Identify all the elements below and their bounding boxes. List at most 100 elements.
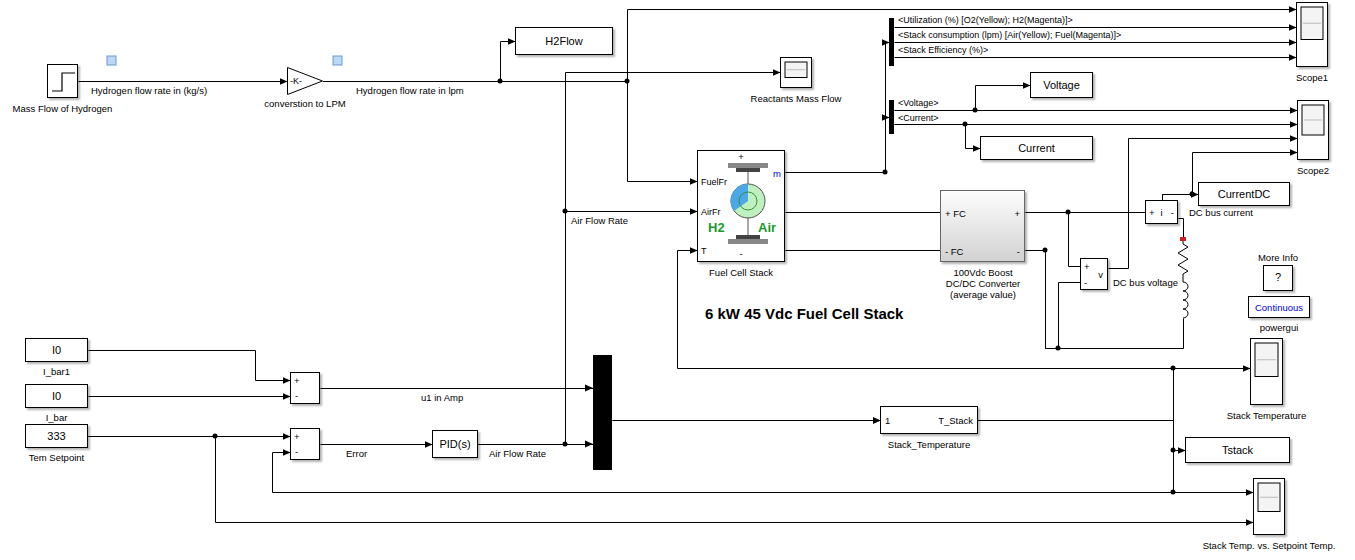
block-text: - <box>739 248 742 259</box>
block-text: AirFr <box>701 207 721 217</box>
block-text: T <box>701 246 707 256</box>
block-text: T_Stack <box>938 415 973 426</box>
block-text: 100Vdc Boost DC/DC Converter (average va… <box>943 267 1023 300</box>
block-text: I_bar <box>46 412 68 423</box>
signal-line <box>89 437 1254 523</box>
block-text: + FC <box>945 208 966 219</box>
signal-line <box>895 110 1298 111</box>
load-terminal <box>1180 237 1186 241</box>
block-text: Stack Temp. vs. Setpoint Temp. <box>1203 540 1336 551</box>
block-text: <Stack consumption (lpm) [Air(Yellow); F… <box>898 30 1121 40</box>
step-icon <box>48 65 77 97</box>
block-text: Fuel Cell Stack <box>709 267 773 278</box>
gain-block: -K-converstion to LPM <box>287 67 323 95</box>
signal-label: Hydrogen flow rate in lpm <box>355 85 465 96</box>
block-text: + <box>294 375 300 386</box>
signal-line <box>895 27 1297 28</box>
block-text: ? <box>1275 271 1281 284</box>
block-text: Scope1 <box>1296 72 1328 83</box>
signal-label: u1 in Amp <box>420 392 464 403</box>
sum-block: +- <box>290 428 320 460</box>
block-text: Continuous <box>1255 302 1303 313</box>
voltage-measurement-block: +v-DC bus voltage <box>1080 258 1108 290</box>
signal-line <box>324 82 698 182</box>
block-text: - FC <box>945 246 963 257</box>
current-measurement-block: +i-DC bus current <box>1145 200 1178 224</box>
block-text: Stack_Temperature <box>888 439 970 450</box>
resistor-symbol <box>1178 240 1188 282</box>
block-text: <Voltage> <box>898 98 939 108</box>
block-text: <Current> <box>898 113 939 123</box>
signal-line <box>1109 139 1298 269</box>
log-icon <box>107 56 116 65</box>
block-text: More Info <box>1258 252 1298 263</box>
signal-label: Air Flow Rate <box>488 448 547 459</box>
signal-line <box>324 42 516 82</box>
signal-line <box>89 396 291 397</box>
block-text: Stack Temperature <box>1227 410 1307 421</box>
junction-dots <box>213 79 1195 495</box>
block-text: - <box>295 390 298 401</box>
scope-block: Scope1 <box>1296 2 1328 67</box>
block-text: H2Flow <box>545 35 582 48</box>
fc-icon <box>698 151 784 261</box>
signal-line <box>678 251 1174 421</box>
pid-block: PID(s) <box>432 430 478 458</box>
block-text: + <box>738 151 744 162</box>
block-text: 1 <box>885 415 890 426</box>
goto-block: Voltage <box>1030 72 1093 98</box>
block-text: H2 <box>708 220 725 235</box>
signal-line <box>786 118 890 173</box>
electrical-wire <box>1026 213 1081 267</box>
scope-icon <box>1254 479 1284 534</box>
signal-line <box>895 125 981 149</box>
block-text: + <box>1084 261 1090 272</box>
block-text: powergui <box>1260 322 1299 333</box>
signal-line <box>273 421 1174 493</box>
block-text: + <box>294 431 300 442</box>
block-text: + <box>1149 207 1155 218</box>
block-text: + <box>1014 208 1020 219</box>
goto-block: H2Flow <box>515 27 613 55</box>
block-text: i <box>1160 207 1162 218</box>
step-source-block: Mass Flow of Hydrogen <box>47 64 78 98</box>
signal-line <box>979 421 1186 451</box>
block-text: 333 <box>47 430 65 443</box>
scope-block: Stack Temp. vs. Setpoint Temp. <box>1253 478 1285 535</box>
goto-block: CurrentDC <box>1198 182 1290 206</box>
constant-block: I0I_bar1 <box>25 338 88 362</box>
block-text: Tstack <box>1222 444 1253 457</box>
diagram-title: 6 kW 45 Vdc Fuel Cell Stack <box>705 305 903 323</box>
block-text: DC bus voltage <box>1113 277 1178 288</box>
sum-block: +- <box>290 372 320 404</box>
inductor-symbol <box>1183 282 1188 318</box>
constant-block: 333Tem Setpoint <box>25 424 88 448</box>
powergui-block: Continuouspowergui <box>1248 296 1310 318</box>
signal-line <box>79 81 288 82</box>
bus-selector-block: <Voltage><Current> <box>889 100 894 134</box>
block-text: DC bus current <box>1189 207 1253 218</box>
log-icon <box>333 56 342 65</box>
block-text: FuelFr <box>701 177 727 187</box>
electrical-wire <box>1026 219 1184 349</box>
block-text: m <box>773 168 781 179</box>
signal-line <box>979 369 1251 421</box>
signal-line <box>89 351 291 381</box>
fuel-cell-block: FuelFrAirFrTm+-H2AirFuel Cell Stack <box>697 150 785 262</box>
signal-line <box>895 42 1297 43</box>
signal-line <box>895 57 1297 58</box>
info-block: ?More Info <box>1263 265 1293 291</box>
signal-line <box>479 421 881 445</box>
block-text: - <box>1017 246 1020 257</box>
bus-selector-block: <Utilization (%) [O2(Yellow); H2(Magenta… <box>889 18 894 66</box>
block-text: I_bar1 <box>43 366 70 377</box>
block-text: converstion to LPM <box>264 98 345 109</box>
block-text: Tem Setpoint <box>29 452 84 463</box>
block-text: I0 <box>52 390 61 403</box>
scope-block: Stack Temperature <box>1250 338 1283 405</box>
scope-icon <box>1298 101 1328 159</box>
mux-block <box>593 355 612 470</box>
signal-line <box>786 43 890 173</box>
electrical-wire <box>786 250 941 251</box>
mux-input-arrows <box>585 385 593 448</box>
